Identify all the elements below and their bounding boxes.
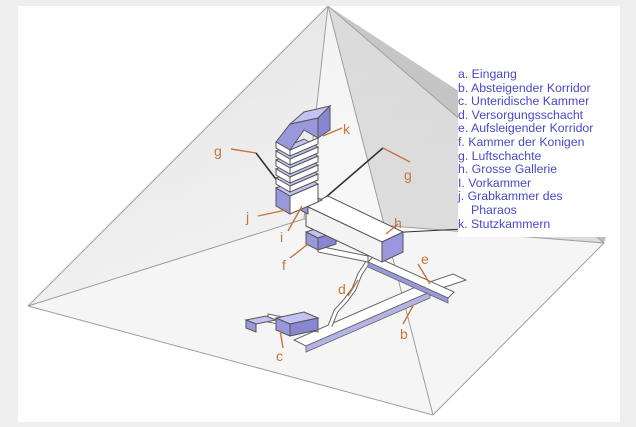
diagram-label-e: e (421, 251, 429, 267)
legend-item: j. Grabkammer des (458, 190, 620, 204)
diagram-label-g-right: g (404, 167, 412, 183)
legend-item: k. Stutzkammern (458, 218, 620, 232)
legend-item: h. Grosse Gallerie (458, 163, 620, 177)
diagram-label-j: j (245, 209, 249, 225)
legend-item: Pharaos (458, 204, 620, 218)
legend-item: a. Eingang (458, 68, 620, 82)
legend-item: e. Aufsleigender Korridor (458, 122, 620, 136)
diagram-label-k: k (343, 121, 351, 137)
diagram-label-g-left: g (214, 143, 222, 159)
legend-item: I. Vorkammer (458, 177, 620, 191)
legend-item: c. Unteridische Kammer (458, 95, 620, 109)
legend-item: g. Luftschachte (458, 150, 620, 164)
legend-item: b. Absteigender Korridor (458, 82, 620, 96)
legend-item: f. Kammer der Konigen (458, 136, 620, 150)
diagram-label-f: f (282, 257, 286, 273)
diagram-label-c: c (276, 348, 283, 364)
diagram-label-i: i (280, 229, 283, 245)
diagram-label-d: d (338, 281, 346, 297)
diagram-label-h: h (394, 215, 402, 231)
diagram-label-b: b (400, 326, 408, 342)
legend-item: d. Versorgungsschacht (458, 109, 620, 123)
